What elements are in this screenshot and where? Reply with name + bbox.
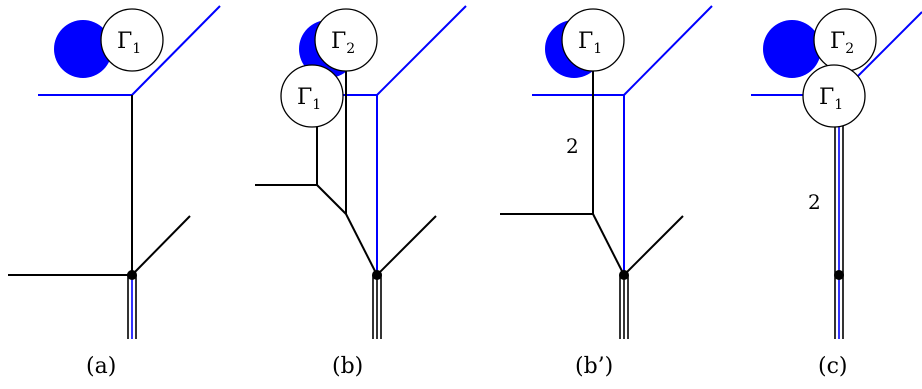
blue-diagonal-edge	[623, 5, 713, 96]
gamma-circle	[314, 8, 378, 72]
caption-c: (c)	[818, 354, 848, 379]
blue-disk	[763, 20, 821, 78]
vertex-dot	[127, 270, 137, 280]
gamma-label: Γ2	[830, 29, 854, 57]
vertex-dot	[372, 270, 382, 280]
diagonal-edge-lower	[592, 213, 625, 276]
blue-disk	[54, 20, 112, 78]
vertex-dot	[834, 270, 844, 280]
gamma-label: Γ2	[331, 29, 355, 57]
gamma-circle	[802, 64, 866, 128]
caption-a: (a)	[86, 354, 116, 379]
multiplicity-label: 2	[566, 134, 579, 158]
gamma-label: Γ1	[297, 85, 321, 113]
panel-a: Γ1 (a)	[8, 5, 221, 379]
blue-diagonal-edge	[376, 5, 467, 96]
gamma-label: Γ1	[578, 29, 602, 57]
gamma-circle	[561, 8, 625, 72]
diagonal-edge-lower	[345, 213, 378, 276]
multiplicity-label: 2	[808, 190, 821, 214]
diagonal-edge-inner	[316, 184, 347, 215]
gamma-circle	[100, 8, 164, 72]
gamma-circle	[280, 64, 344, 128]
vertex-dot	[619, 270, 629, 280]
caption-b: (b)	[332, 354, 363, 379]
gamma-label: Γ1	[117, 29, 141, 57]
caption-b-prime: (b’)	[575, 354, 613, 379]
blue-diagonal-edge	[131, 5, 221, 96]
diagonal-edge	[376, 215, 437, 276]
diagonal-edge	[623, 215, 684, 276]
panel-b: Γ2 Γ1 (b)	[255, 5, 467, 379]
diagonal-edge	[131, 215, 191, 276]
gamma-label: Γ1	[819, 85, 843, 113]
panel-c: 2 Γ2 Γ1 (c)	[751, 8, 922, 379]
panel-b-prime: 2 Γ1 (b’)	[500, 5, 713, 379]
